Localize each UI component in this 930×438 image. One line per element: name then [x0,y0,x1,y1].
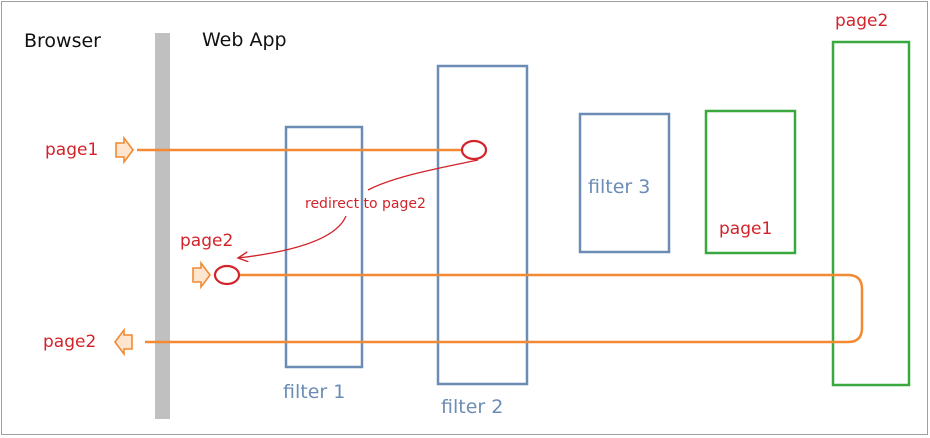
page1-resource-box [704,109,797,255]
page2-request-response-line [145,273,864,344]
page2-request-arrow-icon [192,260,211,290]
page2-start-circle [213,264,241,286]
page2-response-arrow-icon [114,327,133,357]
redirect-point-circle [460,139,488,161]
page2-resource-box [831,40,911,387]
browser-timeline-bar [155,33,170,419]
page1-request-arrow-icon [115,135,134,165]
page1-request-label: page1 [45,140,98,160]
filter-1-box [284,125,364,369]
filter-3-label: filter 3 [588,176,650,198]
page1-resource-label: page1 [719,219,772,239]
redirect-curve-lower [238,215,347,258]
filter-1-label: filter 1 [283,381,345,403]
filter-3-box [578,112,671,254]
browser-header: Browser [24,30,101,52]
page2-response-label: page2 [43,332,96,352]
webapp-header: Web App [202,29,287,51]
page2-redirected-label: page2 [180,231,233,251]
page2-resource-label: page2 [835,11,888,31]
filter-2-label: filter 2 [441,396,503,418]
redirect-curve-upper [367,159,479,191]
filter-2-box [436,64,529,386]
redirect-annotation: redirect to page2 [305,196,426,212]
